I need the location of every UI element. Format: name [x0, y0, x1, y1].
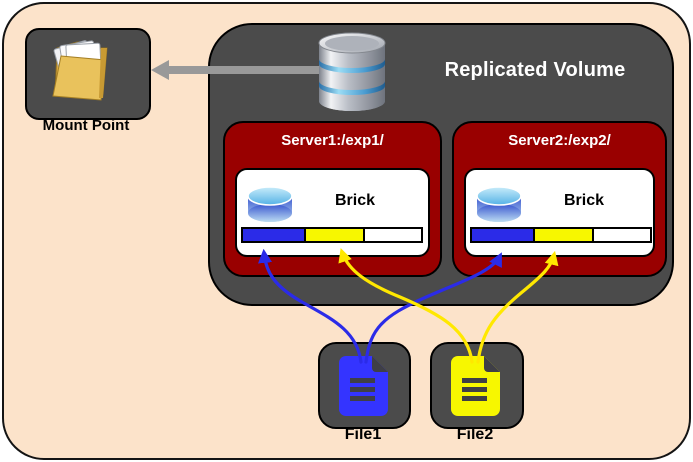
server2-file2-segment	[533, 229, 594, 241]
server2-brick-box: Brick	[464, 168, 655, 257]
server2-label: Server2:/exp2/	[508, 132, 611, 149]
server1-free-segment	[365, 229, 421, 241]
server1-file2-segment	[304, 229, 365, 241]
database-icon	[318, 32, 386, 111]
file1-box	[318, 342, 411, 429]
server1-brick-label: Brick	[334, 192, 376, 209]
file2-box	[430, 342, 524, 429]
file1-label: File1	[344, 426, 382, 443]
file2-label: File2	[456, 426, 494, 443]
volume-title: Replicated Volume	[444, 59, 626, 81]
server1-label: Server1:/exp1/	[281, 132, 384, 149]
server1-box: Server1:/exp1/ Brick	[223, 121, 442, 277]
server2-file1-segment	[472, 229, 533, 241]
server1-file1-segment	[243, 229, 304, 241]
server2-brick-label: Brick	[563, 192, 605, 209]
folder-icon	[52, 40, 108, 101]
mount-point-box	[25, 28, 151, 120]
mount-point-label: Mount Point	[42, 117, 130, 134]
server2-box: Server2:/exp2/ Brick	[452, 121, 667, 277]
document-icon-yellow	[451, 356, 500, 416]
server1-brick-box: Brick	[235, 168, 430, 257]
document-icon-blue	[339, 356, 388, 416]
disk-icon	[247, 186, 293, 222]
server1-storage-bar	[241, 227, 423, 243]
server2-free-segment	[594, 229, 650, 241]
disk-icon	[476, 186, 522, 222]
server2-storage-bar	[470, 227, 652, 243]
